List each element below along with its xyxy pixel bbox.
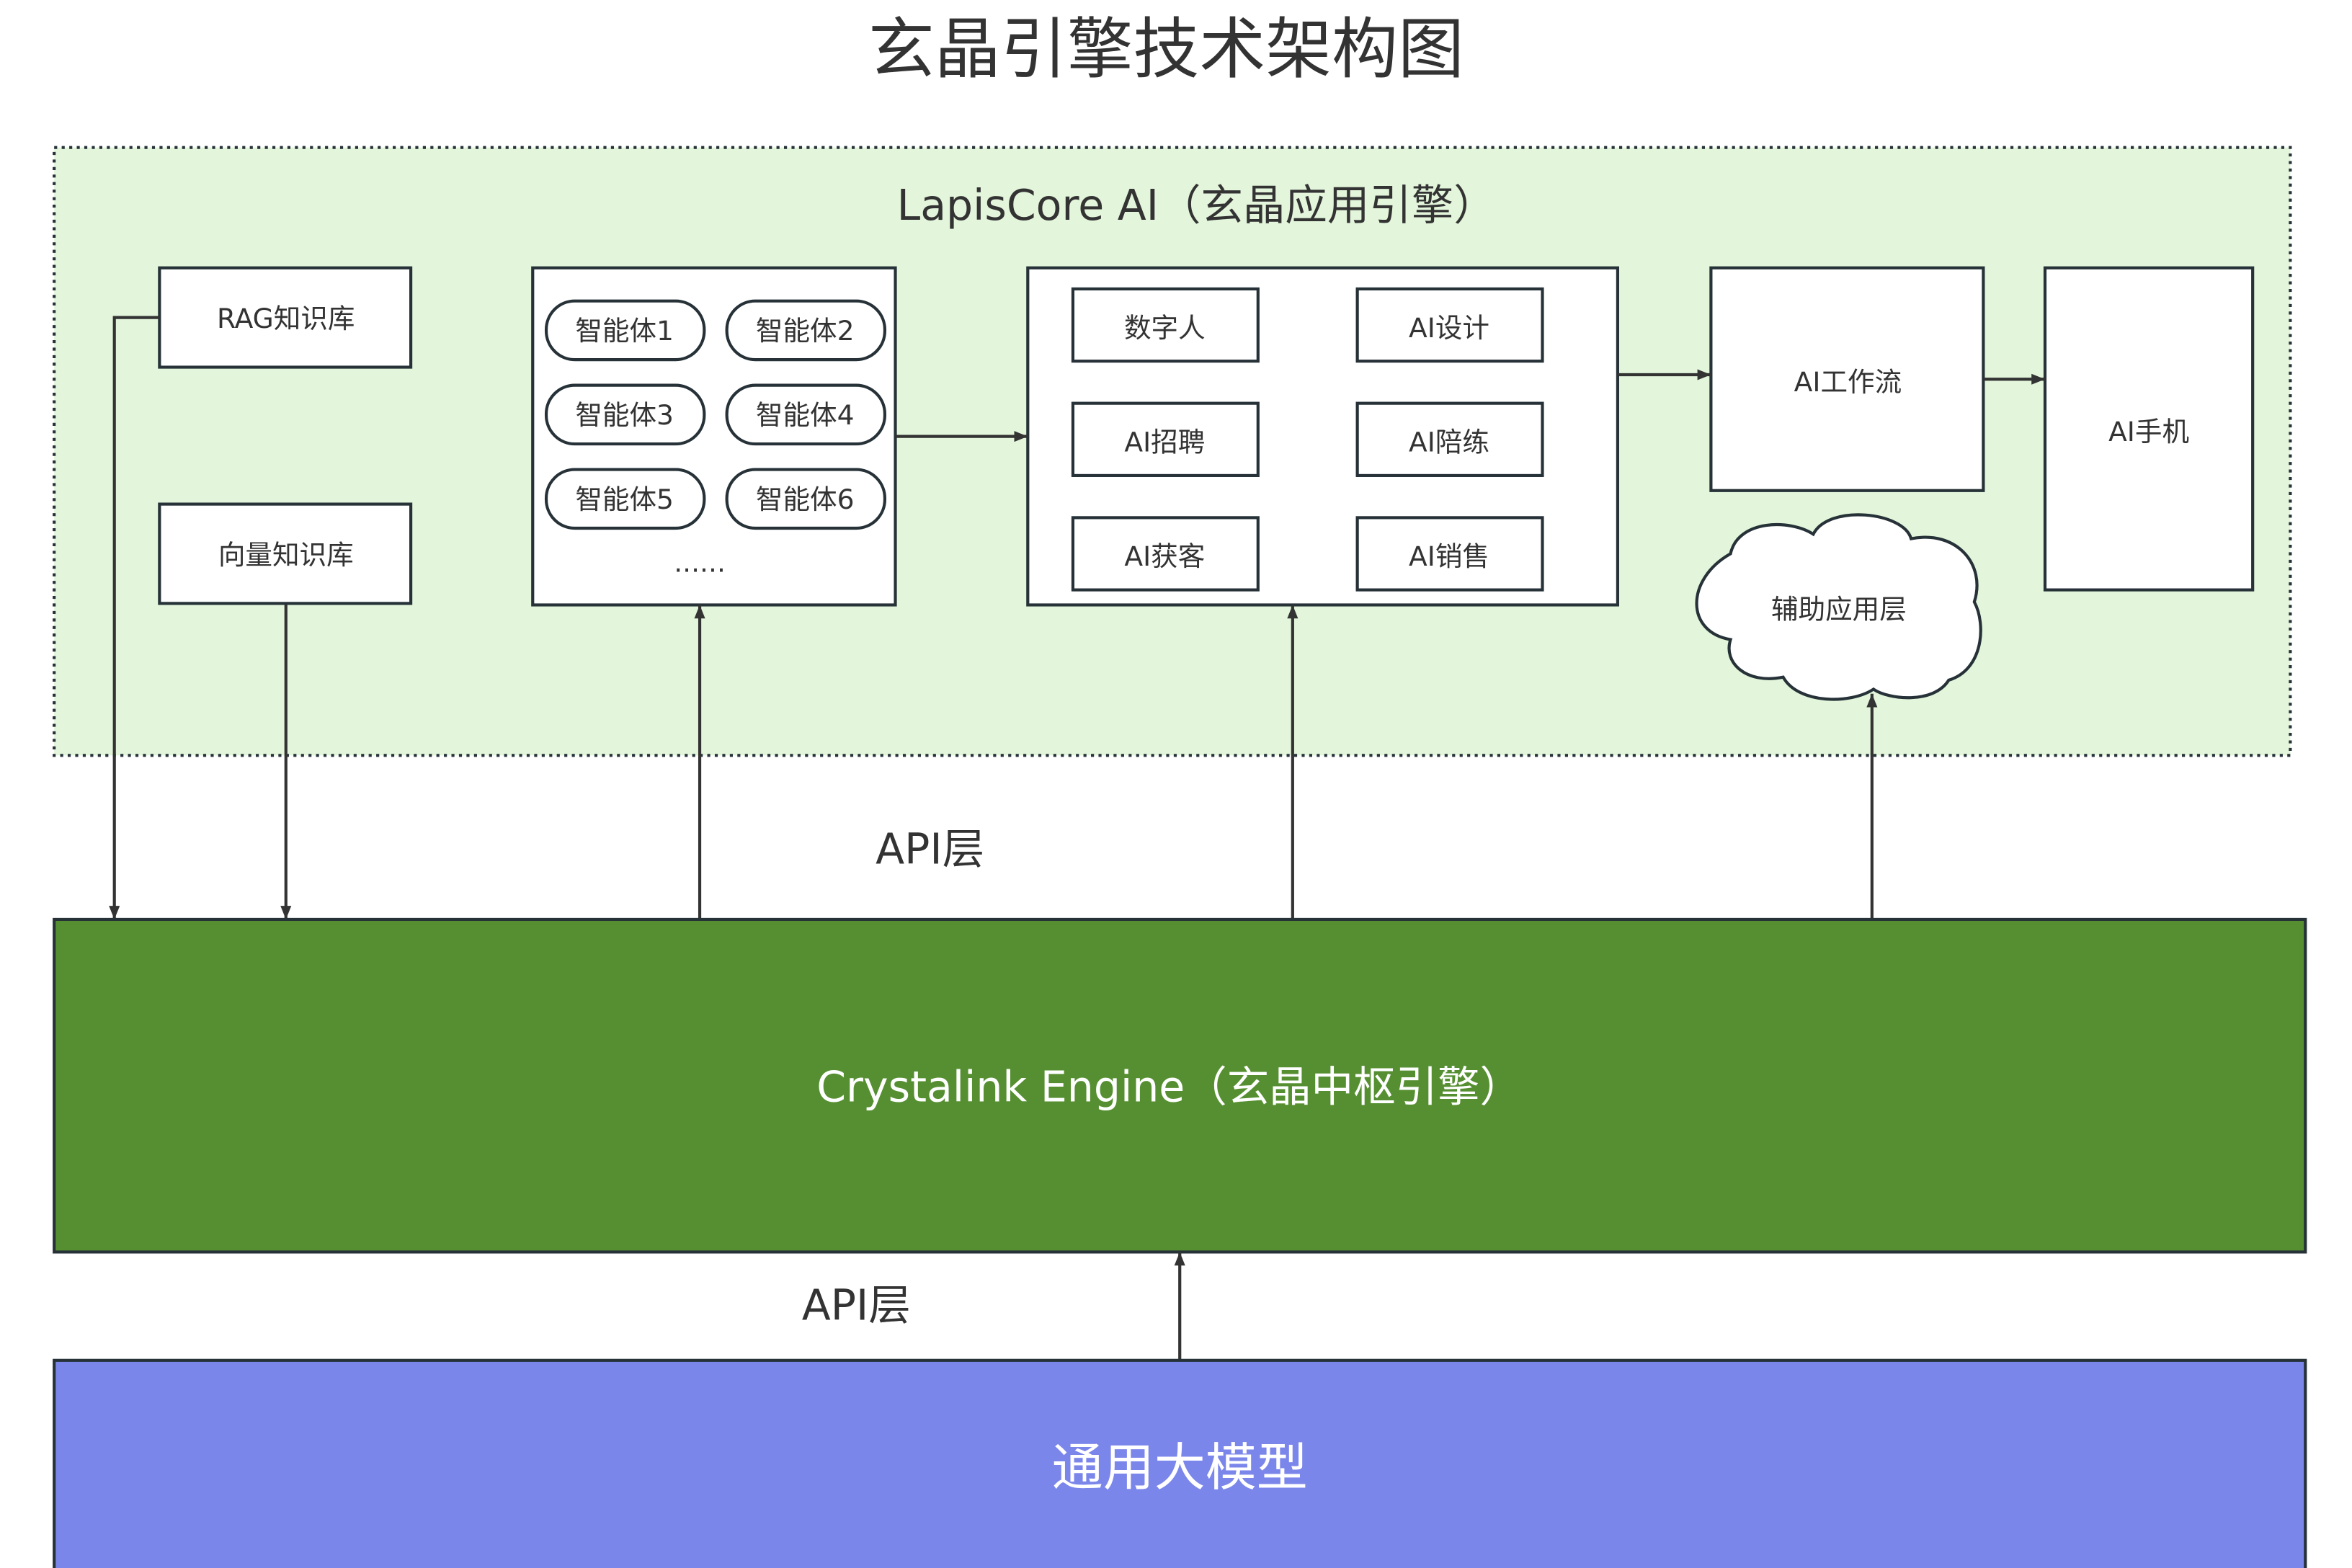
ai-workflow[interactable]: AI工作流 — [1709, 266, 1985, 492]
api-layer-label-lower: API层 — [802, 1280, 911, 1329]
agent-label: 智能体6 — [756, 484, 855, 515]
vector-knowledge-base[interactable]: 向量知识库 — [158, 502, 413, 605]
app-ai-recruiting[interactable]: AI招聘 — [1071, 401, 1260, 477]
crystalink-engine[interactable]: Crystalink Engine（玄晶中枢引擎） — [53, 917, 2307, 1254]
model-label: 通用大模型 — [1052, 1438, 1308, 1497]
arrow-rag-to-engine — [109, 316, 160, 919]
app-digital-human[interactable]: 数字人 — [1071, 287, 1260, 363]
aux-app-layer-label: 辅助应用层 — [1771, 593, 1907, 625]
agents-group: 智能体1 智能体2 智能体3 智能体4 智能体5 智能体6 ...... — [531, 266, 897, 607]
diagram-title: 玄晶引擎技术架构图 — [868, 11, 1464, 88]
ai-workflow-label: AI工作流 — [1794, 366, 1902, 398]
agent-4[interactable]: 智能体4 — [725, 383, 887, 446]
app-label: 数字人 — [1124, 312, 1206, 344]
rag-knowledge-base[interactable]: RAG知识库 — [158, 266, 413, 369]
app-label: AI获客 — [1124, 540, 1205, 572]
agent-1[interactable]: 智能体1 — [544, 299, 706, 362]
ai-phone-label: AI手机 — [2108, 416, 2189, 447]
agent-6[interactable]: 智能体6 — [725, 468, 887, 530]
app-ai-acquisition[interactable]: AI获客 — [1071, 516, 1260, 592]
agent-2[interactable]: 智能体2 — [725, 299, 887, 362]
ai-phone[interactable]: AI手机 — [2043, 266, 2255, 592]
vector-knowledge-base-label: 向量知识库 — [218, 539, 354, 571]
rag-knowledge-base-label: RAG知识库 — [217, 303, 355, 334]
agent-3[interactable]: 智能体3 — [544, 383, 706, 446]
agent-label: 智能体2 — [756, 315, 855, 347]
app-label: AI销售 — [1409, 540, 1489, 572]
app-ai-sales[interactable]: AI销售 — [1355, 516, 1544, 592]
agent-label: 智能体5 — [575, 484, 674, 515]
agent-label: 智能体4 — [756, 399, 855, 431]
app-label: AI设计 — [1409, 312, 1489, 344]
agents-more: ...... — [674, 547, 726, 579]
app-ai-coaching[interactable]: AI陪练 — [1355, 401, 1544, 477]
app-layer-title: LapisCore AI（玄晶应用引擎） — [897, 181, 1496, 230]
agent-label: 智能体3 — [575, 399, 674, 431]
app-label: AI陪练 — [1409, 426, 1489, 458]
agent-5[interactable]: 智能体5 — [544, 468, 706, 530]
aux-app-layer-cloud[interactable]: 辅助应用层 — [1695, 513, 1982, 701]
general-foundation-model[interactable]: 通用大模型 — [53, 1358, 2307, 1568]
api-layer-label-upper: API层 — [876, 825, 984, 874]
app-label: AI招聘 — [1124, 426, 1205, 458]
engine-label: Crystalink Engine（玄晶中枢引擎） — [816, 1063, 1522, 1112]
agent-label: 智能体1 — [575, 315, 674, 347]
app-ai-design[interactable]: AI设计 — [1355, 287, 1544, 363]
apps-group: 数字人 AI设计 AI招聘 AI陪练 AI获客 AI销售 — [1026, 266, 1620, 607]
